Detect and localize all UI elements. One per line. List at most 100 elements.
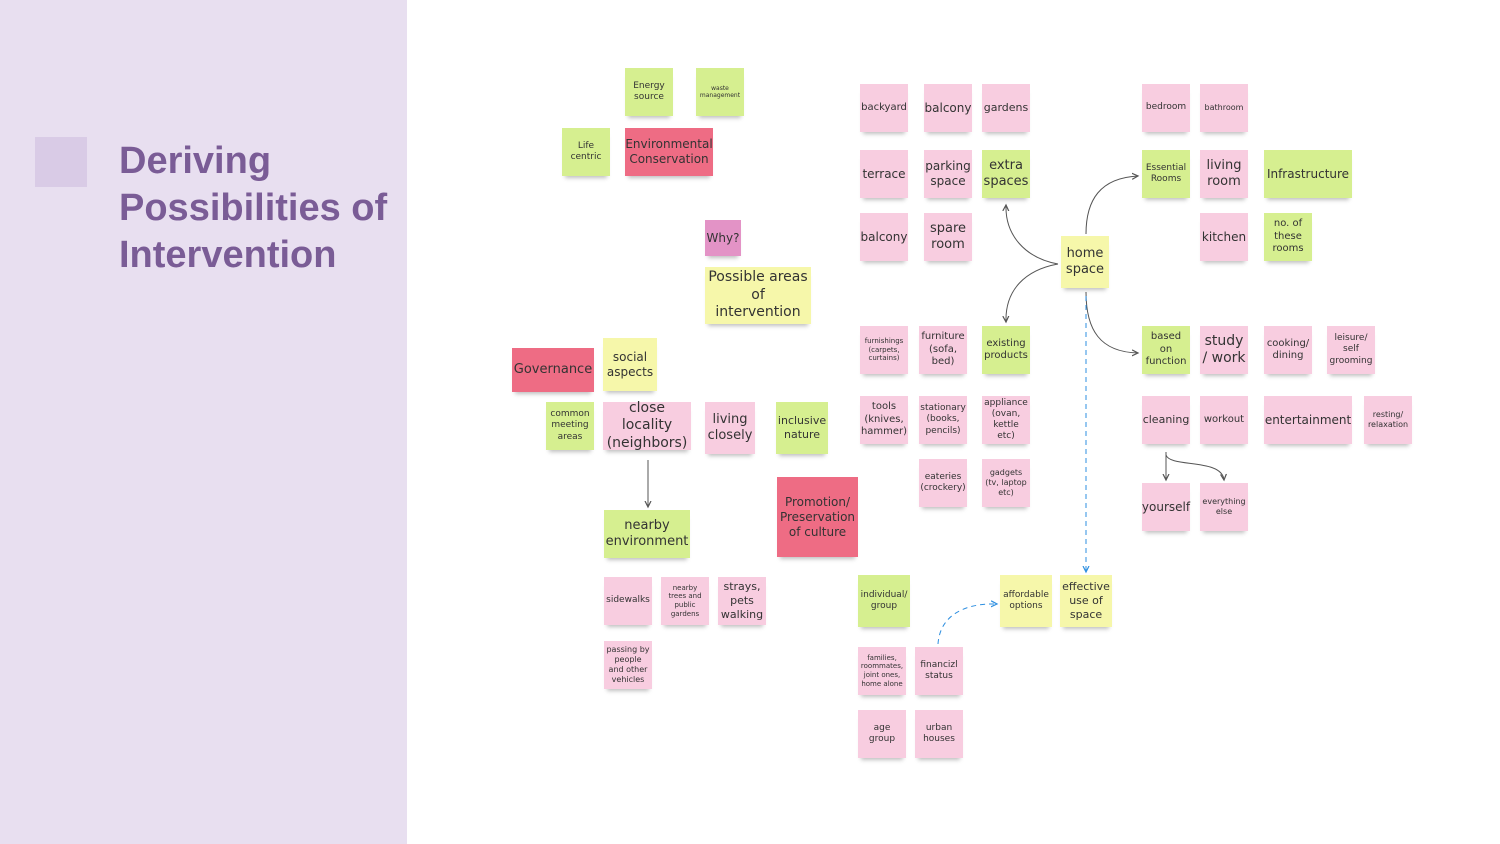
sticky-note[interactable]: tools (knives, hammer)	[860, 396, 908, 444]
sticky-note[interactable]: workout	[1200, 396, 1248, 444]
sticky-note[interactable]: study / work	[1200, 326, 1248, 374]
sticky-note[interactable]: passing by people and other vehicles	[604, 641, 652, 689]
sticky-note[interactable]: close locality (neighbors)	[603, 400, 691, 451]
sticky-note-text: Essential Rooms	[1145, 162, 1187, 184]
sticky-note[interactable]: Infrastructure	[1264, 150, 1352, 198]
sticky-note[interactable]: gardens	[982, 84, 1030, 132]
sticky-note-text: Environmental Conservation	[625, 137, 713, 166]
sticky-note-text: Energy source	[633, 80, 665, 102]
sticky-note[interactable]: cooking/ dining	[1264, 326, 1312, 374]
sticky-note-text: spare room	[929, 220, 967, 252]
sticky-note[interactable]: Life centric	[562, 128, 610, 176]
sticky-note-text: everything else	[1202, 497, 1246, 516]
sticky-note-text: bedroom	[1145, 102, 1187, 113]
sticky-note-text: individual/ group	[860, 589, 908, 611]
sticky-note[interactable]: extra spaces	[982, 150, 1030, 198]
sticky-note-text: appliance (ovan, kettle etc)	[984, 397, 1028, 442]
sticky-note[interactable]: Energy source	[625, 68, 673, 116]
sticky-note[interactable]: kitchen	[1200, 213, 1248, 261]
sticky-note[interactable]: Essential Rooms	[1142, 150, 1190, 198]
sticky-note[interactable]: urban houses	[915, 710, 963, 758]
sticky-note-text: terrace	[862, 166, 906, 181]
sticky-note[interactable]: living room	[1200, 150, 1248, 198]
sticky-note[interactable]: living closely	[705, 402, 755, 454]
sticky-note[interactable]: home space	[1061, 236, 1109, 288]
sticky-note[interactable]: waste management	[696, 68, 744, 116]
sticky-note[interactable]: leisure/ self grooming	[1327, 326, 1375, 374]
sticky-note[interactable]: eateries (crockery)	[919, 459, 967, 507]
sticky-note-text: gadgets (tv, laptop etc)	[985, 468, 1027, 497]
sticky-note-text: yourself	[1141, 499, 1191, 514]
sticky-note[interactable]: Promotion/ Preservation of culture	[777, 477, 858, 557]
sticky-note[interactable]: balcony	[924, 84, 972, 132]
sticky-note-text: gardens	[983, 101, 1029, 115]
sticky-note-text: kitchen	[1201, 229, 1247, 244]
sticky-note[interactable]: terrace	[860, 150, 908, 198]
sticky-note-text: sidewalks	[606, 595, 650, 606]
sticky-note[interactable]: spare room	[924, 213, 972, 261]
sticky-note[interactable]: nearby trees and public gardens	[661, 577, 709, 625]
sticky-note[interactable]: Possible areas of intervention	[705, 267, 811, 324]
sticky-note[interactable]: sidewalks	[604, 577, 652, 625]
sticky-note[interactable]: everything else	[1200, 483, 1248, 531]
sticky-note[interactable]: social aspects	[603, 338, 657, 391]
sticky-note[interactable]: existing products	[982, 326, 1030, 374]
sticky-note-text: balcony	[860, 229, 908, 244]
sticky-note[interactable]: based on function	[1142, 326, 1190, 374]
decorative-square	[35, 137, 87, 187]
sticky-note[interactable]: furniture (sofa, bed)	[919, 326, 967, 374]
sticky-note-text: age group	[868, 722, 896, 744]
sticky-note[interactable]: inclusive nature	[776, 402, 828, 454]
sticky-note[interactable]: furnishings (carpets, curtains)	[860, 326, 908, 374]
sticky-note-text: financizl status	[920, 659, 958, 681]
sticky-note-text: entertainment	[1264, 412, 1352, 427]
sticky-note[interactable]: strays, pets walking	[718, 577, 766, 625]
sticky-note[interactable]: cleaning	[1142, 396, 1190, 444]
sticky-note[interactable]: Environmental Conservation	[625, 128, 713, 176]
sticky-note-text: families, roommates, joint ones, home al…	[860, 653, 904, 688]
sticky-note-text: common meeting areas	[550, 409, 590, 442]
sticky-note[interactable]: affordable options	[1000, 575, 1052, 627]
sticky-note[interactable]: parking space	[924, 150, 972, 198]
sticky-note[interactable]: individual/ group	[858, 575, 910, 627]
sticky-note-text: Possible areas of intervention	[708, 269, 808, 321]
sticky-note[interactable]: bedroom	[1142, 84, 1190, 132]
sticky-note-text: Life centric	[570, 140, 602, 162]
sticky-note[interactable]: financizl status	[915, 647, 963, 695]
sticky-note-text: workout	[1203, 413, 1245, 425]
sticky-note[interactable]: Governance	[512, 348, 594, 392]
sticky-note[interactable]: bathroom	[1200, 84, 1248, 132]
sticky-note[interactable]: resting/ relaxation	[1364, 396, 1412, 444]
sticky-note[interactable]: entertainment	[1264, 396, 1352, 444]
slide-title: Deriving Possibilities of Intervention	[119, 140, 388, 276]
sticky-note-text: Infrastructure	[1266, 166, 1350, 181]
sticky-note-text: based on function	[1145, 331, 1187, 368]
sticky-note[interactable]: Why?	[705, 220, 741, 256]
sticky-note-text: resting/ relaxation	[1367, 410, 1409, 429]
sticky-note-text: urban houses	[923, 722, 955, 744]
sticky-note-text: nearby trees and public gardens	[668, 583, 702, 618]
sticky-note[interactable]: no. of these rooms	[1264, 213, 1312, 261]
sticky-note-text: extra spaces	[983, 157, 1029, 189]
sticky-note[interactable]: gadgets (tv, laptop etc)	[982, 459, 1030, 507]
sticky-note[interactable]: stationary (books, pencils)	[919, 396, 967, 444]
sticky-note[interactable]: appliance (ovan, kettle etc)	[982, 396, 1030, 444]
title-panel: Deriving Possibilities of Intervention	[0, 0, 407, 844]
sticky-note[interactable]: age group	[858, 710, 906, 758]
sticky-note-text: nearby environment	[605, 517, 689, 549]
sticky-note[interactable]: balcony	[860, 213, 908, 261]
sticky-note-text: bathroom	[1204, 103, 1244, 112]
sticky-note-text: stationary (books, pencils)	[920, 403, 966, 436]
sticky-note[interactable]: backyard	[860, 84, 908, 132]
sticky-note-text: no. of these rooms	[1272, 218, 1304, 255]
sticky-note-text: Promotion/ Preservation of culture	[779, 494, 856, 539]
sticky-note[interactable]: nearby environment	[604, 510, 690, 558]
sticky-note[interactable]: yourself	[1142, 483, 1190, 531]
sticky-note[interactable]: effective use of space	[1060, 575, 1112, 627]
sticky-note-text: social aspects	[606, 349, 654, 379]
sticky-note[interactable]: common meeting areas	[546, 402, 594, 450]
sticky-note-text: inclusive nature	[777, 414, 827, 441]
sticky-note[interactable]: families, roommates, joint ones, home al…	[858, 647, 906, 695]
